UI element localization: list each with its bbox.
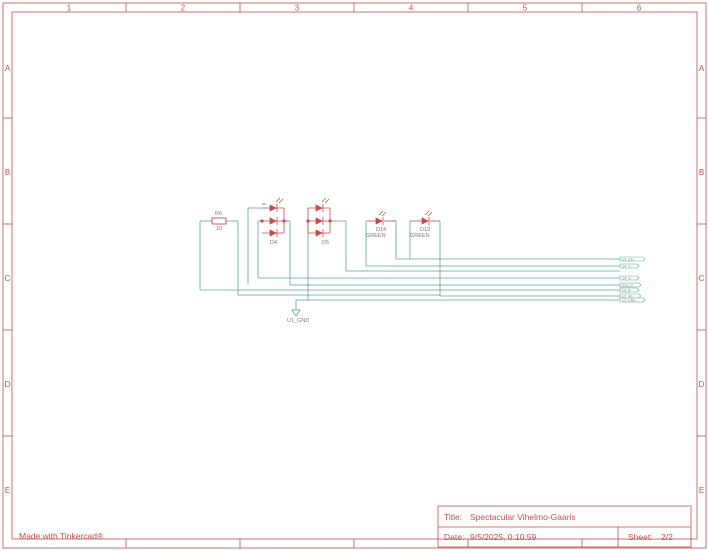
net-label: U1_D11: [622, 257, 634, 261]
ground-symbol[interactable]: [291, 309, 301, 317]
led-d5-name: D5: [322, 240, 329, 246]
date-value: 9/5/2025, 0:10:59: [470, 532, 536, 542]
led-d13[interactable]: [410, 210, 440, 225]
row-label: C: [699, 274, 705, 283]
row-label: B: [5, 168, 10, 177]
row-label: C: [5, 274, 11, 283]
date-label: Date:: [444, 532, 464, 542]
made-with-tinkercad: Made with Tinkercad®: [19, 531, 104, 541]
row-label: D: [5, 380, 11, 389]
ground-label: U1_GND: [287, 318, 309, 324]
column-label: 3: [295, 4, 300, 13]
led-d4-name: D4: [270, 240, 277, 246]
resistor-body: [211, 217, 227, 225]
led-d14-value: GREEN: [366, 233, 386, 239]
column-label: 4: [409, 4, 414, 13]
sheet-label: Sheet:: [628, 532, 653, 542]
rgb-led-d5[interactable]: [306, 197, 336, 237]
row-label: B: [699, 168, 704, 177]
resistor-value: 10: [216, 226, 222, 232]
row-label: E: [5, 486, 10, 495]
row-label: A: [5, 64, 11, 73]
wires: [199, 207, 620, 310]
title-value: Spectacular Vihelmo-Gaaris: [470, 512, 576, 522]
net-label: D13_G: [622, 283, 633, 287]
row-labels-right: A B C D E: [699, 64, 705, 495]
row-label: D: [699, 380, 705, 389]
led-d13-value: GREEN: [410, 233, 430, 239]
column-label: 5: [523, 4, 528, 13]
net-label: U1_A0: [622, 294, 632, 298]
net-label-texts: U1_D11 D4_G D4_G D13_G D6_B U1_A0 U1_GND: [622, 257, 636, 302]
column-label: 2: [181, 4, 186, 13]
row-label: A: [699, 64, 705, 73]
sheet-value: 2/2: [661, 532, 673, 542]
net-labels: [619, 256, 646, 303]
row-label: E: [699, 486, 704, 495]
title-block: Title: Spectacular Vihelmo-Gaaris Date: …: [437, 505, 692, 548]
net-label: D4_G: [622, 264, 631, 268]
led-d13-name: D13: [420, 227, 430, 233]
net-label: D4_G: [622, 276, 631, 280]
column-label: 6: [637, 4, 642, 13]
net-label: D6_B: [622, 288, 631, 292]
resistor-name: R6: [215, 211, 222, 217]
net-label: U1_GND: [622, 298, 636, 302]
rgb-led-d4[interactable]: [260, 197, 290, 237]
inner-border: [11, 11, 698, 540]
resistor-r6[interactable]: R6 10: [211, 211, 227, 232]
column-labels-top: 1 2 3 4 5 6: [67, 4, 642, 13]
led-d14[interactable]: [366, 210, 396, 225]
title-block-border: [437, 505, 692, 548]
row-labels-left: A B C D E: [5, 64, 11, 495]
column-label: 1: [67, 4, 72, 13]
led-d14-name: D14: [376, 227, 386, 233]
title-label: Title:: [444, 512, 462, 522]
